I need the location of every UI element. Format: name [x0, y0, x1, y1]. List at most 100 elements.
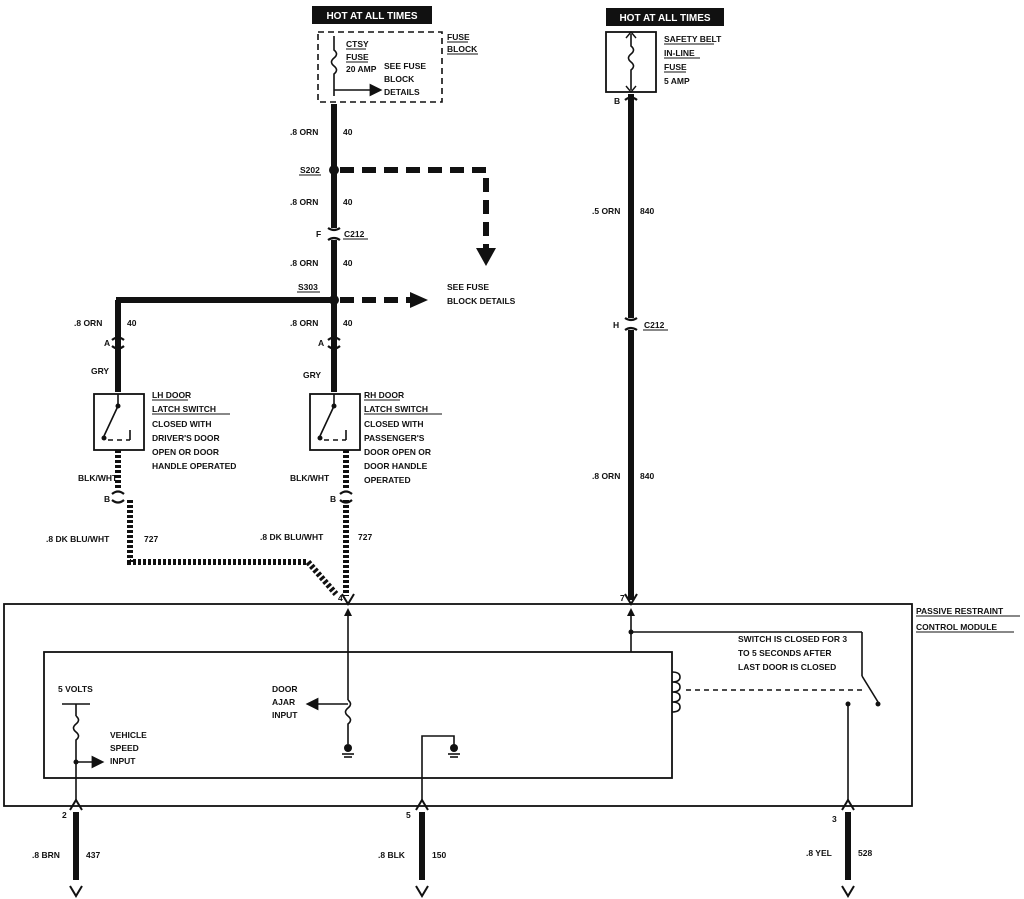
rh-switch-title-1: RH DOOR — [364, 390, 404, 400]
left-wire-mid-gauge: .8 ORN — [290, 197, 318, 207]
lh-desc-4: HANDLE OPERATED — [152, 461, 236, 471]
fuse-block-title-1: FUSE — [447, 32, 470, 42]
inline-fuse-title-1: SAFETY BELT — [664, 34, 722, 44]
inline-fuse-icon — [627, 34, 635, 90]
rh-wire-color-out: BLK/WHT — [290, 473, 330, 483]
rh-wire-in-circuit: 40 — [343, 318, 353, 328]
yel-wire-circuit: 528 — [858, 848, 872, 858]
hot-label-left-text: HOT AT ALL TIMES — [326, 11, 417, 22]
fuse-note-1: SEE FUSE — [384, 61, 426, 71]
module-pin-3: 3 — [832, 814, 837, 824]
speed-input-3: INPUT — [110, 756, 136, 766]
rh-wire-out-gauge: .8 DK BLU/WHT — [260, 532, 324, 542]
five-volts-label: 5 VOLTS — [58, 684, 93, 694]
inline-fuse-rating: 5 AMP — [664, 76, 690, 86]
left-wire-top-circuit: 40 — [343, 127, 353, 137]
fuse-note-2: BLOCK — [384, 74, 415, 84]
ctsy-fuse-icon — [330, 36, 338, 96]
ground-icon — [450, 744, 458, 752]
fuse-block-title-2: BLOCK — [447, 44, 478, 54]
splice-s202 — [329, 165, 339, 175]
module-pin-4: 4 — [338, 593, 343, 603]
lh-pin-b: B — [104, 494, 110, 504]
yel-wire-gauge: .8 YEL — [806, 848, 832, 858]
ctsy-fuse-rating: 20 AMP — [346, 64, 377, 74]
lh-switch-title-2: LATCH SWITCH — [152, 404, 216, 414]
module-title-1: PASSIVE RESTRAINT — [916, 606, 1004, 616]
ctsy-fuse-name-2: FUSE — [346, 52, 369, 62]
lh-wire-in-circuit: 40 — [127, 318, 137, 328]
bottom-wire-blk — [415, 812, 429, 898]
splice-s202-label: S202 — [300, 165, 320, 175]
right-wire-top-gauge: .5 ORN — [592, 206, 620, 216]
rh-wire-out-circuit: 727 — [358, 532, 372, 542]
lh-wire-color-in: GRY — [91, 366, 109, 376]
see-fuse-block-2: BLOCK DETAILS — [447, 296, 516, 306]
inline-fuse-title-3: FUSE — [664, 62, 687, 72]
lh-switch-blade-icon — [103, 405, 119, 437]
left-wire-low-gauge: .8 ORN — [290, 258, 318, 268]
lh-latch-switch-box — [93, 393, 145, 451]
relay-coil-icon — [671, 671, 681, 713]
rh-pin-b: B — [330, 494, 336, 504]
rh-latch-switch-box — [309, 393, 361, 451]
rh-switch-title-2: LATCH SWITCH — [364, 404, 428, 414]
lh-wire-out-gauge: .8 DK BLU/WHT — [46, 534, 110, 544]
right-connector-label: C212 — [644, 320, 665, 330]
five-volt-resistor-icon — [72, 715, 80, 800]
rh-desc-2: PASSENGER'S — [364, 433, 425, 443]
right-wire-low-gauge: .8 ORN — [592, 471, 620, 481]
blk-wire-gauge: .8 BLK — [378, 850, 406, 860]
rh-desc-4: DOOR HANDLE — [364, 461, 428, 471]
lh-connector-b — [111, 490, 125, 504]
rh-pin-a: A — [318, 338, 324, 348]
control-module — [3, 593, 913, 811]
hot-label-right-text: HOT AT ALL TIMES — [619, 13, 710, 24]
hot-at-all-times-label-left: HOT AT ALL TIMES — [312, 6, 432, 24]
door-ajar-resistor-icon — [344, 699, 352, 744]
connector-c212-left — [327, 227, 341, 241]
rh-desc-3: DOOR OPEN OR — [364, 447, 431, 457]
speed-input-1: VEHICLE — [110, 730, 147, 740]
left-wire-top-gauge: .8 ORN — [290, 127, 318, 137]
brn-wire-circuit: 437 — [86, 850, 100, 860]
rh-door-branch — [309, 312, 361, 596]
left-feed-wire — [327, 104, 341, 312]
rh-desc-1: CLOSED WITH — [364, 419, 424, 429]
lh-pin-a: A — [104, 338, 110, 348]
relay-switch-blade-icon — [861, 675, 879, 703]
switch-note-2: TO 5 SECONDS AFTER — [738, 648, 832, 658]
control-module-inner-board — [43, 651, 673, 779]
see-fuse-block-1: SEE FUSE — [447, 282, 489, 292]
lh-desc-3: OPEN OR DOOR — [152, 447, 219, 457]
lh-dk-blu-wht-wire — [127, 500, 339, 596]
door-ajar-input-1: DOOR — [272, 684, 298, 694]
lh-connector-a — [111, 336, 125, 350]
s202-branch-arrow-icon — [476, 248, 496, 266]
right-wire-top-circuit: 840 — [640, 206, 654, 216]
left-connector-pin: F — [316, 229, 321, 239]
module-pin-7: 7 — [620, 593, 625, 603]
lh-wire-out-circuit: 727 — [144, 534, 158, 544]
inline-fuse-pin: B — [614, 96, 620, 106]
bottom-wire-yel — [841, 812, 855, 898]
lh-switch-title-1: LH DOOR — [152, 390, 191, 400]
switch-note-3: LAST DOOR IS CLOSED — [738, 662, 836, 672]
lh-wire-color-out: BLK/WHT — [78, 473, 118, 483]
ground-node-icon — [344, 744, 352, 752]
bottom-wire-brn — [69, 812, 83, 898]
inline-fuse — [605, 30, 657, 600]
rh-switch-blade-icon — [319, 405, 335, 437]
rh-desc-5: OPERATED — [364, 475, 411, 485]
door-ajar-input-3: INPUT — [272, 710, 298, 720]
left-wire-mid-circuit: 40 — [343, 197, 353, 207]
left-connector-label: C212 — [344, 229, 365, 239]
switch-note-1: SWITCH IS CLOSED FOR 3 — [738, 634, 847, 644]
lh-desc-2: DRIVER'S DOOR — [152, 433, 220, 443]
left-wire-low-circuit: 40 — [343, 258, 353, 268]
lh-desc-1: CLOSED WITH — [152, 419, 212, 429]
module-pin-2: 2 — [62, 810, 67, 820]
connector-c212-right — [624, 317, 638, 331]
s303-branch-arrow-icon — [410, 292, 428, 308]
